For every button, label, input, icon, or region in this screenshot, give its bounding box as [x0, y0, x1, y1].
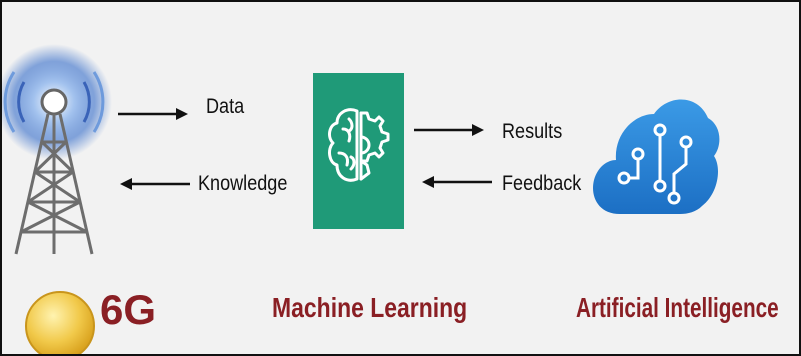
feedback-label: Feedback — [502, 172, 582, 195]
six-g-title: 6G — [100, 286, 157, 333]
knowledge-label: Knowledge — [198, 172, 288, 195]
results-arrow — [414, 124, 484, 136]
knowledge-arrow — [120, 178, 190, 190]
machine-learning-title: Machine Learning — [272, 292, 468, 323]
cell-tower-icon — [2, 44, 112, 255]
results-label: Results — [502, 120, 563, 143]
brain-gear-icon — [313, 73, 404, 229]
gold-coin-icon — [25, 291, 95, 354]
data-arrow — [118, 108, 188, 120]
feedback-arrow — [422, 176, 492, 188]
circuit-cloud-icon — [593, 99, 720, 214]
data-label: Data — [206, 95, 245, 118]
artificial-intelligence-title: Artificial Intelligence — [576, 292, 779, 323]
